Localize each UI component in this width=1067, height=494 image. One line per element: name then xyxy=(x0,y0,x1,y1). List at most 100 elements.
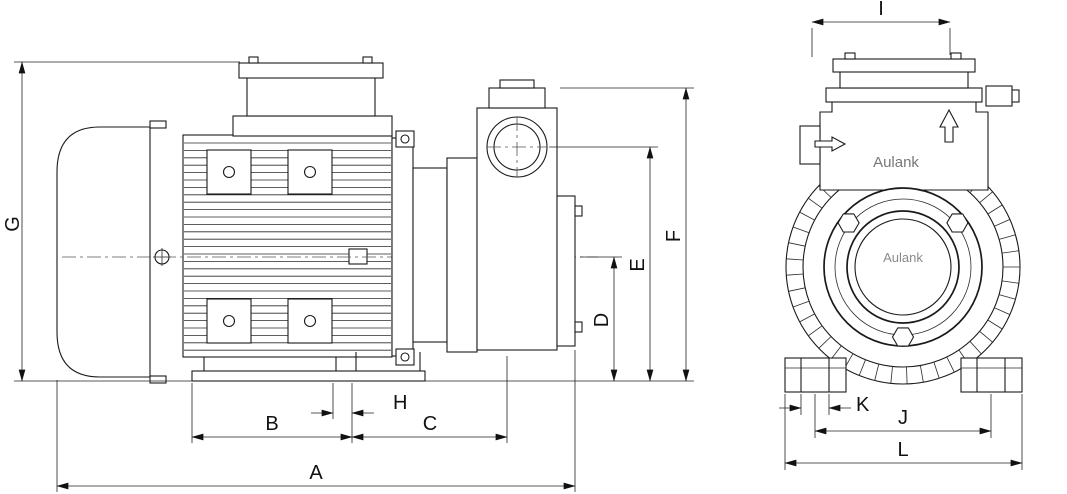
cooling-fin-tick xyxy=(792,226,810,234)
lid-screw xyxy=(950,52,962,60)
dim-label-G: G xyxy=(2,216,24,232)
dimension-F: F xyxy=(560,87,694,382)
terminal-base-front xyxy=(825,87,983,103)
cooling-fin-tick xyxy=(998,294,1016,300)
cooling-fin-tick xyxy=(788,242,806,247)
flange-bolt-pad xyxy=(395,348,415,366)
dimension-I: I xyxy=(811,0,951,57)
bolt-boss xyxy=(287,149,333,195)
flow-arrow-right-icon xyxy=(814,136,847,152)
fan-cover xyxy=(56,126,151,378)
dimension-H: H xyxy=(311,383,407,419)
cooling-fin-tick xyxy=(979,191,993,204)
terminal-body-front xyxy=(839,69,969,89)
flange-bolt-hex xyxy=(837,213,860,233)
cooling-fin-tick xyxy=(808,325,823,337)
brand-label-housing: Aulank xyxy=(873,154,919,171)
dim-label-J: J xyxy=(898,407,908,429)
terminal-lid-front xyxy=(832,58,976,73)
cooling-fin-tick xyxy=(786,273,804,276)
center-bore-inner xyxy=(854,218,952,316)
flange-bolts xyxy=(837,213,969,347)
base-feet xyxy=(191,352,426,382)
front-foot-right xyxy=(960,357,1023,393)
dim-label-B: B xyxy=(265,413,278,435)
dimension-J: J xyxy=(814,394,992,438)
bolt-boss xyxy=(206,298,252,344)
brand-label-center: Aulank xyxy=(883,250,923,265)
cooling-fin-tick xyxy=(799,211,815,221)
dim-label-F: F xyxy=(663,230,685,242)
terminal-box-lid xyxy=(238,62,384,79)
fan-cover-clip-top xyxy=(149,120,167,129)
terminal-box-body xyxy=(246,76,376,117)
bolt-boss xyxy=(206,149,252,195)
dim-label-A: A xyxy=(309,462,323,484)
terminal-box-front xyxy=(825,52,983,103)
cooling-fin-tick xyxy=(933,361,940,379)
cooling-fin-tick xyxy=(818,336,832,349)
center-bore-outer xyxy=(846,210,960,324)
flange-bolt xyxy=(400,134,410,144)
cooling-fin-tick xyxy=(946,356,955,373)
cooling-fin-tick xyxy=(969,341,982,355)
cover-bolt xyxy=(574,321,583,333)
flange-bolt-hex xyxy=(891,327,915,347)
dim-label-C: C xyxy=(423,413,437,435)
port-tower xyxy=(488,87,546,109)
rear-cover xyxy=(556,195,576,347)
pump-bracket xyxy=(412,167,448,343)
cooling-fin-tick xyxy=(994,219,1011,227)
front-view: Aulank Aulank xyxy=(784,52,1023,393)
motor-bolt-bosses xyxy=(206,149,333,344)
cooling-fin-tick xyxy=(994,307,1011,315)
cooling-fin-tick xyxy=(788,287,806,292)
dim-label-I: I xyxy=(878,0,884,20)
dimension-L: L xyxy=(784,394,1023,470)
flange-bolt-pad xyxy=(395,130,415,148)
cooling-fin-tick xyxy=(890,366,893,384)
terminal-box xyxy=(232,56,393,137)
cooling-fin-tick xyxy=(1001,250,1019,254)
cooling-fin-tick xyxy=(979,330,993,343)
port-plug xyxy=(499,79,535,89)
dimension-E: E xyxy=(549,146,658,382)
adapter-flange xyxy=(391,137,414,357)
dim-label-D: D xyxy=(591,313,613,327)
cooling-fin-tick xyxy=(808,197,823,209)
dimension-C: C xyxy=(351,356,508,443)
cooling-fin-tick xyxy=(858,359,866,376)
cooling-fin-tick xyxy=(906,366,908,384)
cooling-fin-tick xyxy=(799,313,815,323)
cooling-fin-tick xyxy=(786,258,804,261)
lid-screw xyxy=(844,52,856,60)
bolt-hole xyxy=(222,165,236,179)
cooling-fin-tick xyxy=(987,204,1003,215)
front-foot-left xyxy=(784,357,847,393)
fan-cover-clip-bottom xyxy=(149,375,167,384)
cooling-fin-tick xyxy=(830,345,842,360)
cooling-fin-tick xyxy=(998,234,1016,240)
cooling-fin-tick xyxy=(987,319,1003,330)
dimension-G: G xyxy=(2,61,240,382)
bolt-boss xyxy=(287,298,333,344)
dimension-K: K xyxy=(779,394,870,416)
base-plate xyxy=(191,370,426,382)
dim-label-H: H xyxy=(393,392,407,414)
bolt-hole xyxy=(303,314,317,328)
flange-bolt xyxy=(400,352,410,362)
side-view xyxy=(56,56,598,384)
cooling-fin-tick xyxy=(920,365,924,383)
bolt-hole xyxy=(222,314,236,328)
cooling-fin-tick xyxy=(874,363,880,381)
dimension-A: A xyxy=(56,350,576,492)
terminal-box-base xyxy=(232,115,393,137)
cooling-fin-tick xyxy=(1001,280,1019,284)
dim-label-E: E xyxy=(627,258,649,271)
flange-bolt-hex xyxy=(946,213,969,233)
bolt-hole xyxy=(303,165,317,179)
shaft-key xyxy=(348,248,368,265)
pump-casing xyxy=(446,157,478,353)
